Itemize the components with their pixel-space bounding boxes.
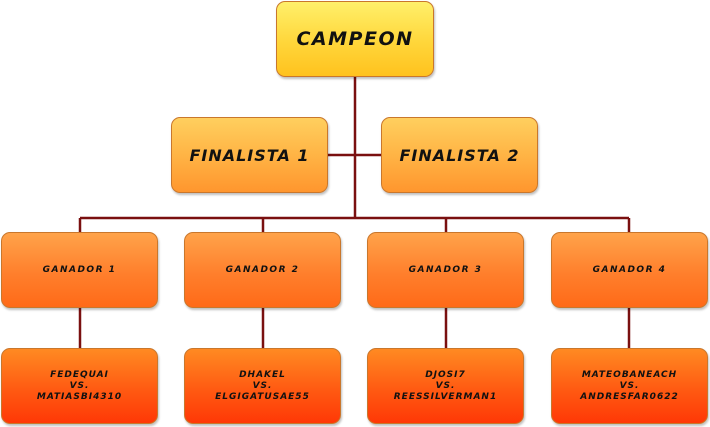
winner-4-label: GANADOR 4 xyxy=(592,265,667,275)
match-3-player-1: DJOSI7 xyxy=(425,369,466,380)
finalist-2-box: FINALISTA 2 xyxy=(381,117,538,193)
match-3-box: DJOSI7 VS. REESSILVERMAN1 xyxy=(367,348,524,424)
match-1-box: FEDEQUAI VS. MATIASBI4310 xyxy=(1,348,158,424)
match-1-player-1: FEDEQUAI xyxy=(50,369,109,380)
winner-2-label: GANADOR 2 xyxy=(225,265,300,275)
match-3-vs: VS. xyxy=(435,380,456,391)
match-4-box: MATEOBANEACH VS. ANDRESFAR0622 xyxy=(551,348,708,424)
winner-1-box: GANADOR 1 xyxy=(1,232,158,308)
winner-1-label: GANADOR 1 xyxy=(42,265,117,275)
match-1-player-2: MATIASBI4310 xyxy=(36,391,123,402)
finalist-1-box: FINALISTA 1 xyxy=(171,117,328,193)
champion-label: CAMPEON xyxy=(296,28,414,50)
match-2-player-2: ELGIGATUSAE55 xyxy=(215,391,310,402)
winner-3-label: GANADOR 3 xyxy=(408,265,483,275)
champion-box: CAMPEON xyxy=(276,1,434,77)
match-4-vs: VS. xyxy=(619,380,640,391)
winner-2-box: GANADOR 2 xyxy=(184,232,341,308)
winner-3-box: GANADOR 3 xyxy=(367,232,524,308)
match-1-vs: VS. xyxy=(69,380,90,391)
finalist-1-label: FINALISTA 1 xyxy=(189,145,310,165)
match-4-player-1: MATEOBANEACH xyxy=(581,369,678,380)
match-3-player-2: REESSILVERMAN1 xyxy=(393,391,498,402)
match-2-player-1: DHAKEL xyxy=(239,369,286,380)
winner-4-box: GANADOR 4 xyxy=(551,232,708,308)
match-4-player-2: ANDRESFAR0622 xyxy=(580,391,679,402)
finalist-2-label: FINALISTA 2 xyxy=(399,145,520,165)
match-2-box: DHAKEL VS. ELGIGATUSAE55 xyxy=(184,348,341,424)
match-2-vs: VS. xyxy=(252,380,273,391)
